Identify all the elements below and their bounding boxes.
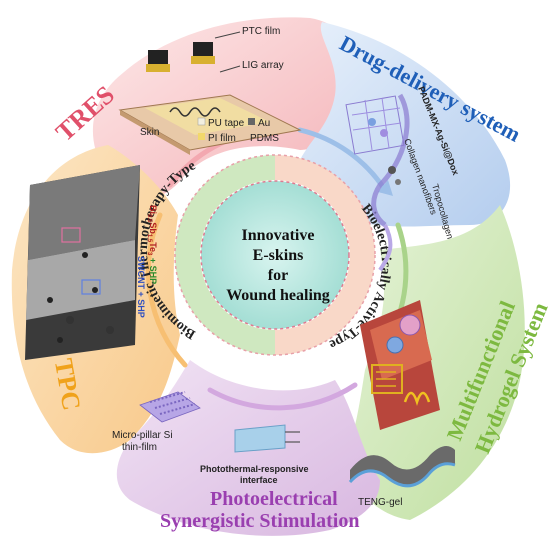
drug-illustration	[345, 93, 410, 272]
pu-tape-swatch	[197, 117, 206, 126]
photo-label-pillar-1: Micro-pillar Si	[112, 430, 173, 441]
inner-ring	[174, 154, 376, 356]
photo-illustration	[139, 391, 300, 453]
tres-label-ptc: PTC film	[242, 26, 280, 37]
tres-label-lig: LIG array	[242, 60, 284, 71]
photo-title-2: Synergistic Stimulation	[160, 510, 359, 532]
tres-label-pu: PU tape	[208, 118, 245, 129]
center-title: Innovative E-skins for Wound healing	[226, 227, 330, 304]
hydrogel-illustration	[348, 300, 456, 488]
photo-label-interface-1: Photothermal-responsive	[200, 464, 309, 474]
photo-label-pillar-2: thin-film	[122, 442, 157, 453]
hydrogel-segment	[340, 205, 525, 520]
center-line-1: Innovative	[242, 227, 315, 244]
tres-label-pi: PI film	[208, 133, 236, 144]
center-line-3: for	[268, 267, 288, 284]
tpc-label-swcnt: SWCNT + SHP	[136, 256, 146, 318]
center-line-4: Wound healing	[226, 287, 330, 304]
pi-film-swatch	[198, 133, 205, 140]
photo-title-1: Photoelectrical	[210, 488, 338, 510]
center-line-2: E-skins	[253, 247, 304, 264]
tpc-label-bst: Bi0.5Sb1.5Te3 + SHP	[146, 205, 158, 284]
tpc-illustration	[25, 165, 140, 360]
au-swatch	[248, 118, 255, 125]
tres-label-pdms: PDMS	[250, 133, 279, 144]
tres-illustration	[118, 31, 302, 155]
tres-label-skin: Skin	[140, 127, 159, 138]
hydrogel-label-teng: TENG-gel	[358, 497, 402, 508]
tres-label-au: Au	[258, 118, 270, 129]
photo-label-interface-2: interface	[240, 475, 278, 485]
